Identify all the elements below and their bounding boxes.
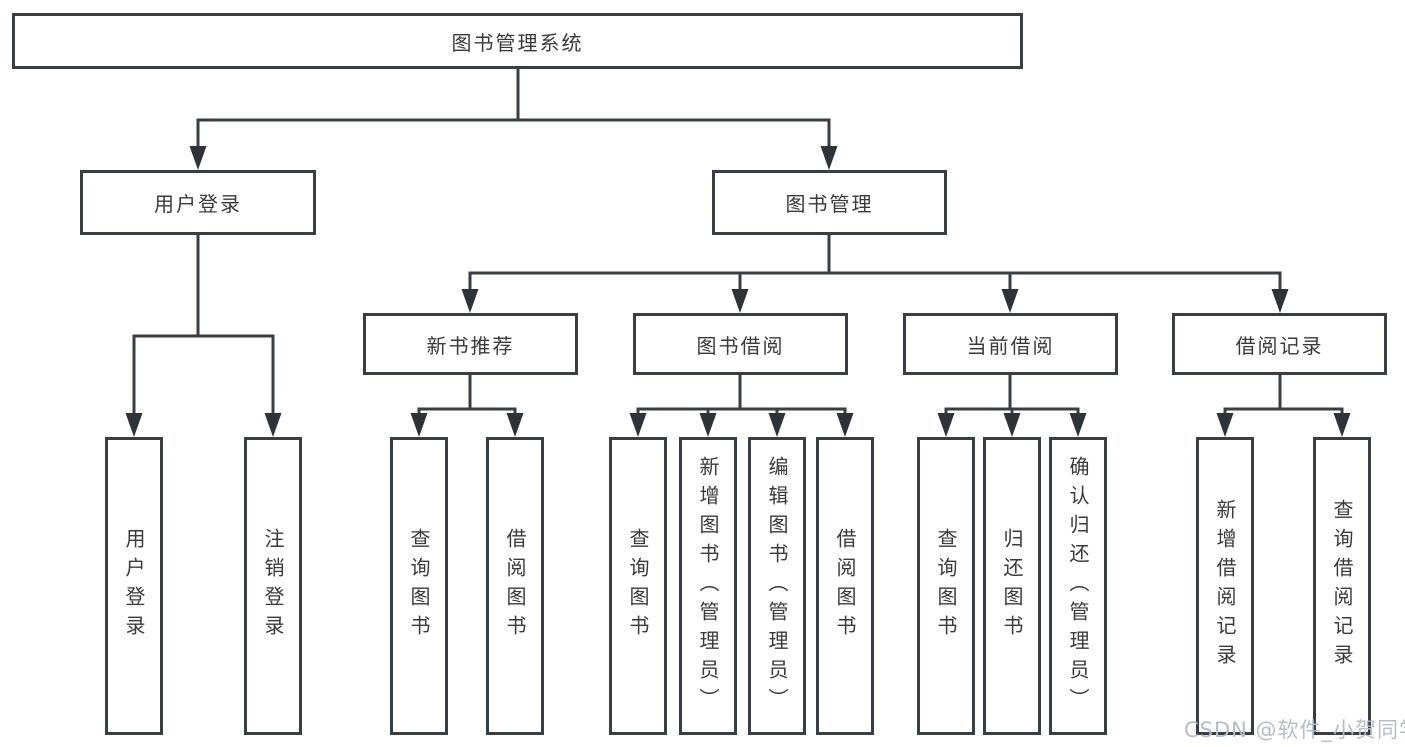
leaf-user-login: 用户登录 [105,437,163,735]
leaf-label: 新增借阅记录 [1213,499,1237,673]
leaf-label: 查询图书 [407,528,431,644]
node-label: 用户登录 [154,192,242,216]
node-label: 图书借阅 [696,333,785,358]
leaf-label: 新增图书（管理员） [696,455,720,717]
leaf-current-query-books: 查询图书 [917,437,975,735]
connector-borrowrecord-to-leaves [1223,375,1344,416]
node-new-book-recommend: 新书推荐 [363,313,578,375]
node-label: 图书管理系统 [451,30,584,55]
leaf-current-confirm-return-admin: 确认归还（管理员） [1049,437,1107,735]
node-library-management-system: 图书管理系统 [12,13,1023,69]
node-label: 图书管理 [785,192,874,216]
node-current-borrowing: 当前借阅 [903,313,1118,375]
leaf-borrow-query-books: 查询图书 [609,437,667,735]
leaf-label: 确认归还（管理员） [1066,455,1090,717]
leaf-logout: 注销登录 [244,437,302,735]
leaf-record-query-borrow-record: 查询借阅记录 [1313,437,1371,735]
leaf-newbook-borrow-books: 借阅图书 [486,437,544,735]
leaf-record-add-borrow-record: 新增借阅记录 [1196,437,1254,735]
leaf-label: 借阅图书 [503,528,527,644]
leaf-borrow-edit-books-admin: 编辑图书（管理员） [748,437,806,735]
node-book-management: 图书管理 [712,170,947,235]
connector-userlogin-to-leaves [132,235,275,415]
leaf-label: 编辑图书（管理员） [765,455,789,717]
node-label: 当前借阅 [966,333,1055,358]
leaf-label: 用户登录 [122,528,146,644]
csdn-watermark: CSDN @软件_小贺同学 [1184,718,1405,742]
leaf-label: 借阅图书 [833,528,857,644]
connector-bookborrow-to-leaves [636,375,847,416]
leaf-borrow-borrow-books: 借阅图书 [816,437,874,735]
leaf-label: 查询图书 [934,528,958,644]
connector-root-to-level2 [196,69,831,150]
connector-bookmgmt-to-level3 [468,235,1282,292]
connector-currentborrow-to-leaves [944,375,1080,416]
node-book-borrowing: 图书借阅 [633,313,848,375]
leaf-label: 归还图书 [1000,528,1024,644]
node-borrowing-records: 借阅记录 [1172,313,1387,375]
node-label: 新书推荐 [426,333,515,358]
connector-newbook-to-leaves [417,375,517,416]
leaf-label: 注销登录 [261,528,285,644]
leaf-borrow-add-books-admin: 新增图书（管理员） [679,437,737,735]
node-user-login: 用户登录 [80,170,316,235]
node-label: 借阅记录 [1235,333,1324,358]
leaf-label: 查询借阅记录 [1330,499,1354,673]
leaf-newbook-query-books: 查询图书 [390,437,448,735]
leaf-current-return-books: 归还图书 [983,437,1041,735]
leaf-label: 查询图书 [626,528,650,644]
